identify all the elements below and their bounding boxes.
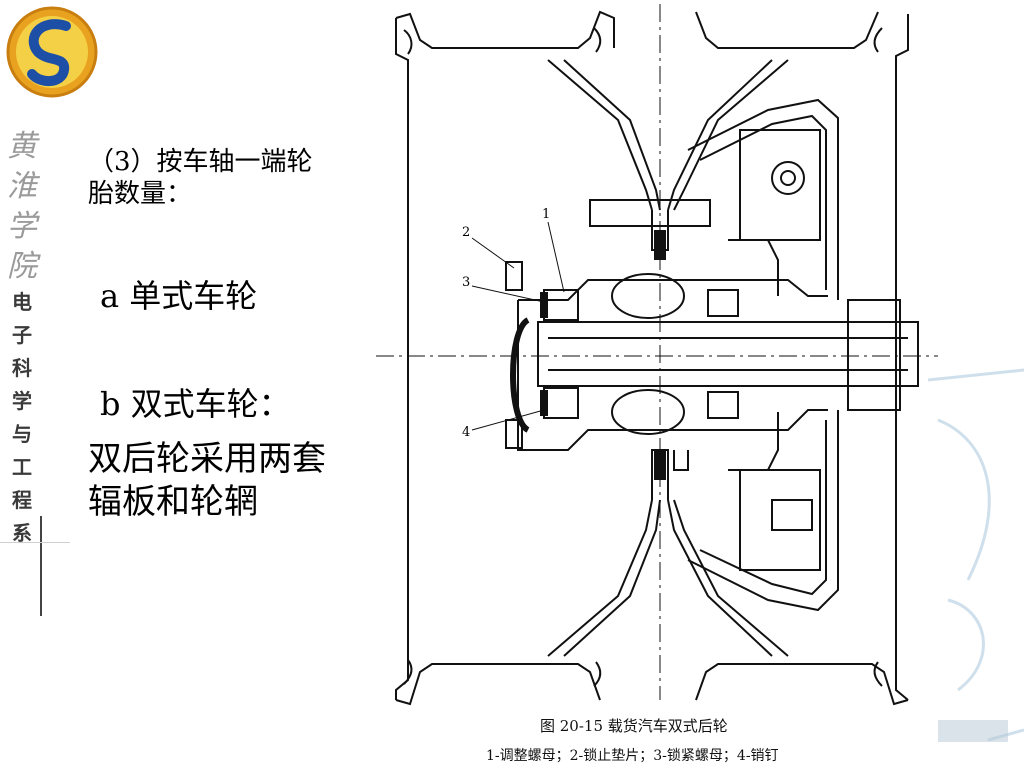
calligraphy-char: 院 xyxy=(7,249,37,284)
horizontal-divider xyxy=(0,542,70,543)
college-name-calligraphy: 黄 淮 学 院 xyxy=(0,128,44,288)
figure-caption: 图 20-15 载货汽车双式后轮 xyxy=(540,717,728,735)
vertical-divider xyxy=(40,516,42,616)
department-char: 与 xyxy=(12,422,32,446)
department-name-vertical: 电 子 科 学 与 工 程 系 xyxy=(8,288,36,552)
department-char: 学 xyxy=(12,389,32,413)
dual-rear-wheel-diagram: 1 2 3 4 xyxy=(376,4,938,706)
department-char: 系 xyxy=(12,521,32,545)
calligraphy-char: 学 xyxy=(7,209,37,244)
part-label: 3 xyxy=(462,275,470,290)
calligraphy-char: 淮 xyxy=(7,169,37,204)
decorative-background-icon xyxy=(928,368,1024,742)
figure-legend: 1-调整螺母；2-锁止垫片；3-锁紧螺母；4-销钉 xyxy=(486,748,779,764)
item-b-dual-wheel: b 双式车轮： xyxy=(100,385,291,423)
department-char: 工 xyxy=(12,455,32,479)
slide-heading: （3）按车轴一端轮胎数量： xyxy=(88,147,313,209)
part-label: 2 xyxy=(462,225,470,240)
college-logo-icon xyxy=(6,6,98,98)
department-char: 电 xyxy=(12,290,32,314)
dual-wheel-description: 双后轮采用两套辐板和轮辋 xyxy=(88,439,326,522)
part-label: 1 xyxy=(542,207,550,222)
calligraphy-char: 黄 xyxy=(7,129,37,164)
department-char: 程 xyxy=(12,488,32,512)
part-label: 4 xyxy=(462,425,470,440)
department-char: 科 xyxy=(12,356,32,380)
item-a-single-wheel: a 单式车轮 xyxy=(100,277,258,315)
department-char: 子 xyxy=(12,323,32,347)
